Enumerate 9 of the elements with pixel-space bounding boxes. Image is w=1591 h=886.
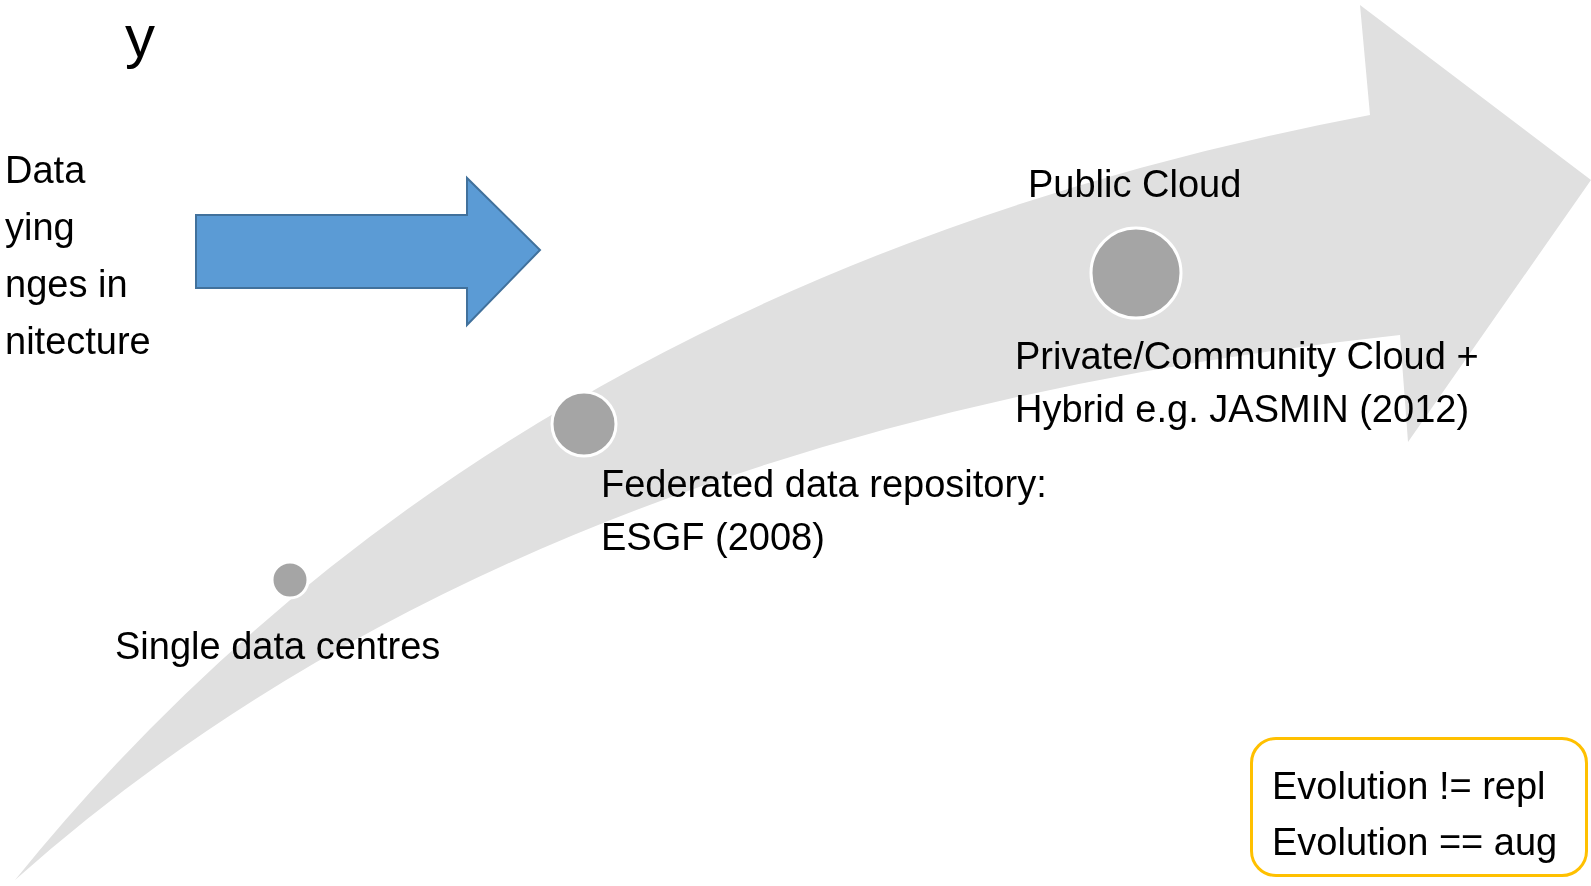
milestone-caption: Public Cloud (1028, 162, 1243, 207)
milestone-caption: Private/Community Cloud + Hybrid e.g. JASMIN (2012) (1015, 334, 1480, 432)
note-box (1250, 737, 1588, 877)
note-text: Evolution != repl (1272, 764, 1546, 809)
milestone-caption: Federated data repository: ESGF (2008) (601, 462, 1048, 560)
milestone-caption: Single data centres (115, 624, 442, 669)
note-text: Evolution == aug (1272, 820, 1558, 865)
title: y (125, 2, 155, 72)
side-text: Data ying nges in nitecture (5, 148, 152, 364)
